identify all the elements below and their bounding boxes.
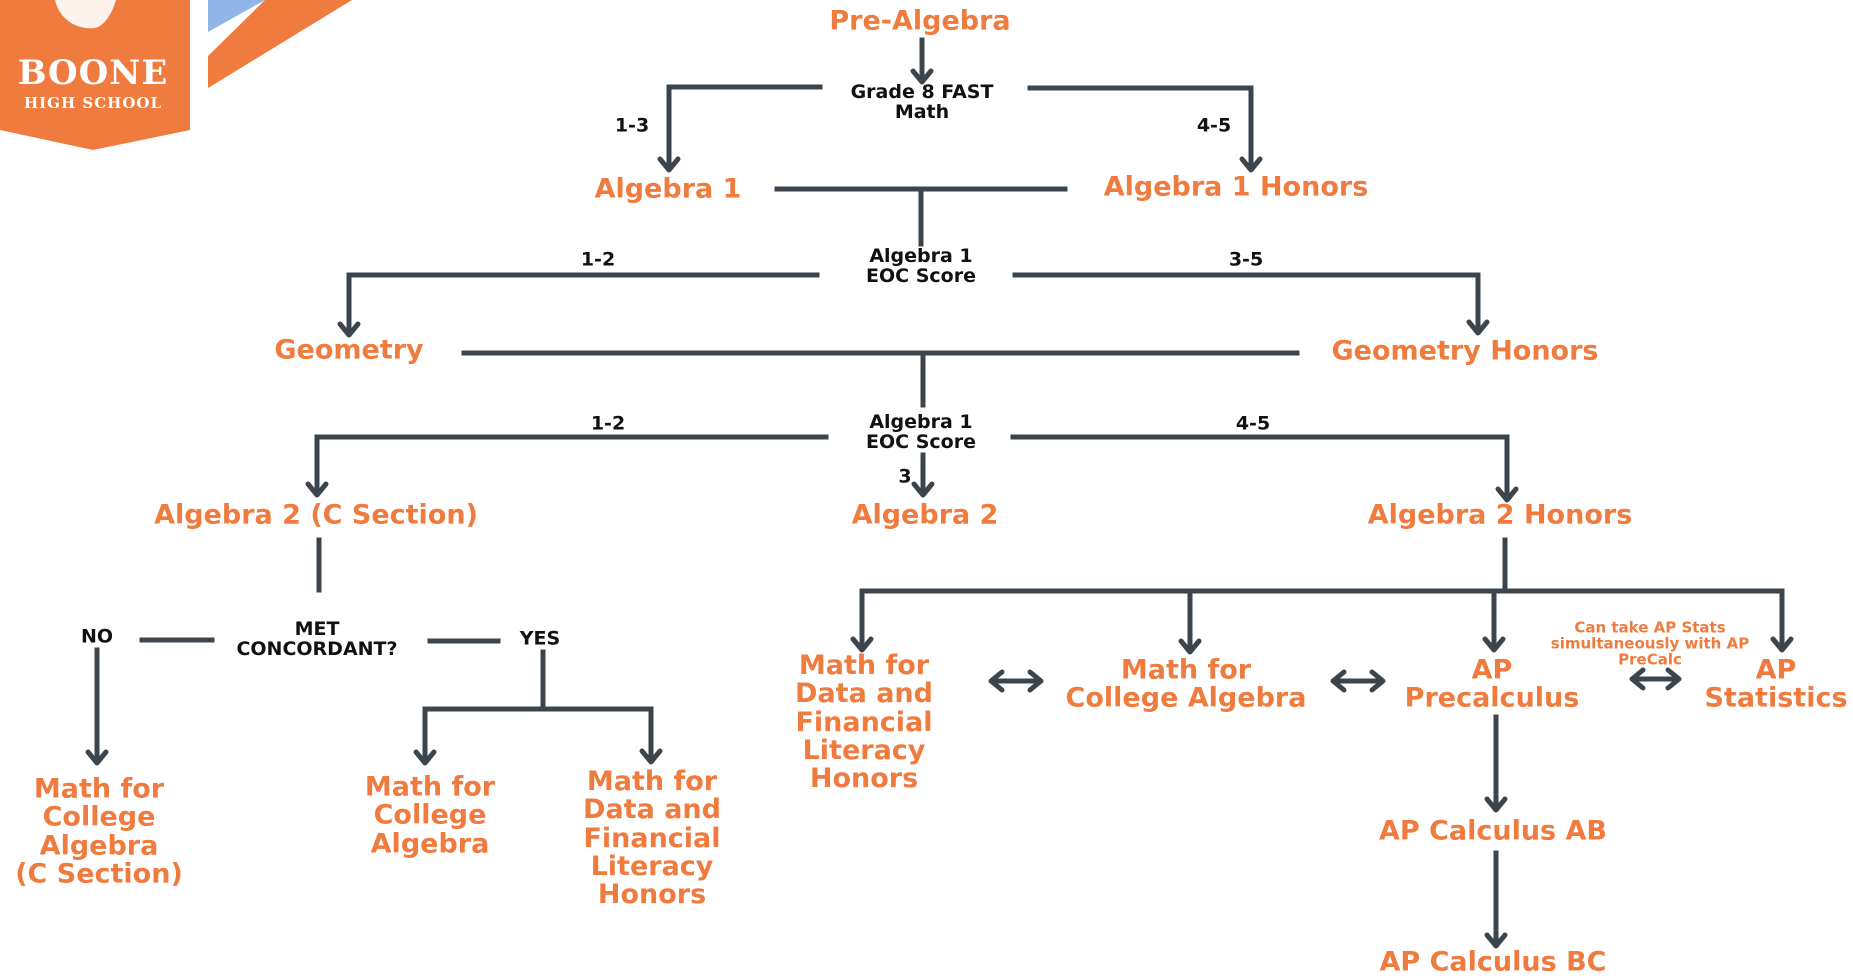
course-pre-algebra: Pre-Algebra	[829, 5, 1011, 37]
double-arrow-mfca-precalc-head-right	[1369, 669, 1386, 693]
score-label-fast-4-5: 4-5	[1196, 114, 1232, 137]
double-arrow-precalc-stats-head-left	[1629, 667, 1646, 691]
course-ap-calculus-bc: AP Calculus BC	[1379, 946, 1607, 978]
course-math-for-college-algebra-c-section: Math for College Algebra (C Section)	[15, 773, 183, 890]
course-ap-statistics: AP Statistics	[1704, 654, 1848, 714]
arrow-to-mfca-right-head	[1178, 638, 1202, 655]
logo-emblem	[0, 0, 352, 150]
arrow-eoc2-to-algebra-2-head	[911, 481, 935, 498]
arrow-eoc2-to-algebra-2-c-head	[305, 481, 329, 498]
arrow-fast-to-algebra-1-head	[657, 156, 681, 173]
course-math-data-financial-literacy-right: Math for Data and Financial Literacy Hon…	[795, 650, 933, 795]
course-math-data-financial-literacy-left: Math for Data and Financial Literacy Hon…	[583, 766, 721, 911]
course-geometry: Geometry	[274, 334, 424, 366]
decision-algebra-1-eoc-score-2: Algebra 1 EOC Score	[866, 411, 976, 453]
decision-algebra-1-eoc-score-1: Algebra 1 EOC Score	[866, 245, 976, 287]
logo-school-subtitle: HIGH SCHOOL	[23, 94, 163, 112]
decision-met-concordant: MET CONCORDANT?	[236, 618, 398, 660]
course-algebra-1: Algebra 1	[594, 173, 742, 205]
arrow-no-to-mfca-c-head	[85, 749, 109, 766]
course-algebra-2-c-section: Algebra 2 (C Section)	[154, 499, 478, 531]
school-logo: BOONE HIGH SCHOOL	[0, 0, 360, 150]
arrow-pre-algebra-to-fast-head	[910, 68, 934, 85]
course-algebra-1-honors: Algebra 1 Honors	[1103, 171, 1369, 203]
course-algebra-2: Algebra 2	[851, 499, 999, 531]
note-ap-stats-simultaneous: Can take AP Stats simultaneously with AP…	[1550, 618, 1750, 668]
score-label-eoc1-3-5: 3-5	[1228, 248, 1264, 271]
course-geometry-honors: Geometry Honors	[1331, 335, 1599, 367]
double-arrow-mfca-precalc-head-left	[1330, 669, 1347, 693]
logo-school-name: BOONE	[17, 53, 169, 93]
logo-orange-stripe	[208, 0, 352, 88]
arrow-fast-to-algebra-1-honors-head	[1239, 156, 1263, 173]
branch-label-no: NO	[80, 625, 114, 648]
arrow-calc-ab-to-calc-bc-head	[1484, 932, 1508, 949]
logo-blue-triangle	[208, 0, 265, 32]
arrow-yes-to-mfca-head	[413, 749, 437, 766]
score-label-fast-1-3: 1-3	[614, 114, 650, 137]
double-arrow-mdfl-mfca-head-left	[988, 669, 1005, 693]
course-math-for-college-algebra-left: Math for College Algebra	[364, 771, 496, 860]
score-label-eoc2-4-5: 4-5	[1235, 412, 1271, 435]
course-algebra-2-honors: Algebra 2 Honors	[1367, 499, 1633, 531]
arrow-to-mdfl-honors-head	[850, 636, 874, 653]
arrow-to-ap-precalculus-head	[1482, 636, 1506, 653]
arrow-precalc-to-calc-ab-head	[1484, 796, 1508, 813]
double-arrow-precalc-stats-head-right	[1665, 667, 1682, 691]
score-label-eoc1-1-2: 1-2	[580, 248, 616, 271]
decision-grade-8-fast-math: Grade 8 FAST Math	[850, 81, 994, 123]
score-label-eoc2-1-2: 1-2	[590, 412, 626, 435]
double-arrow-mdfl-mfca-head-right	[1027, 669, 1044, 693]
branch-label-yes: YES	[519, 627, 561, 650]
course-ap-calculus-ab: AP Calculus AB	[1378, 815, 1608, 847]
course-ap-precalculus: AP Precalculus	[1404, 654, 1580, 714]
score-label-eoc2-3: 3	[898, 465, 912, 488]
mascot-icon	[55, 0, 116, 29]
logo-shield-shape	[0, 0, 190, 150]
arrow-yes-to-mdfl-head	[639, 748, 663, 765]
arrow-to-ap-statistics-head	[1770, 636, 1794, 653]
arrow-eoc1-to-geometry-honors-head	[1466, 319, 1490, 336]
course-math-for-college-algebra-right: Math for College Algebra	[1065, 654, 1307, 714]
arrow-eoc1-to-geometry-head	[337, 321, 361, 338]
arrow-eoc2-to-algebra-2-honors-head	[1495, 486, 1519, 503]
